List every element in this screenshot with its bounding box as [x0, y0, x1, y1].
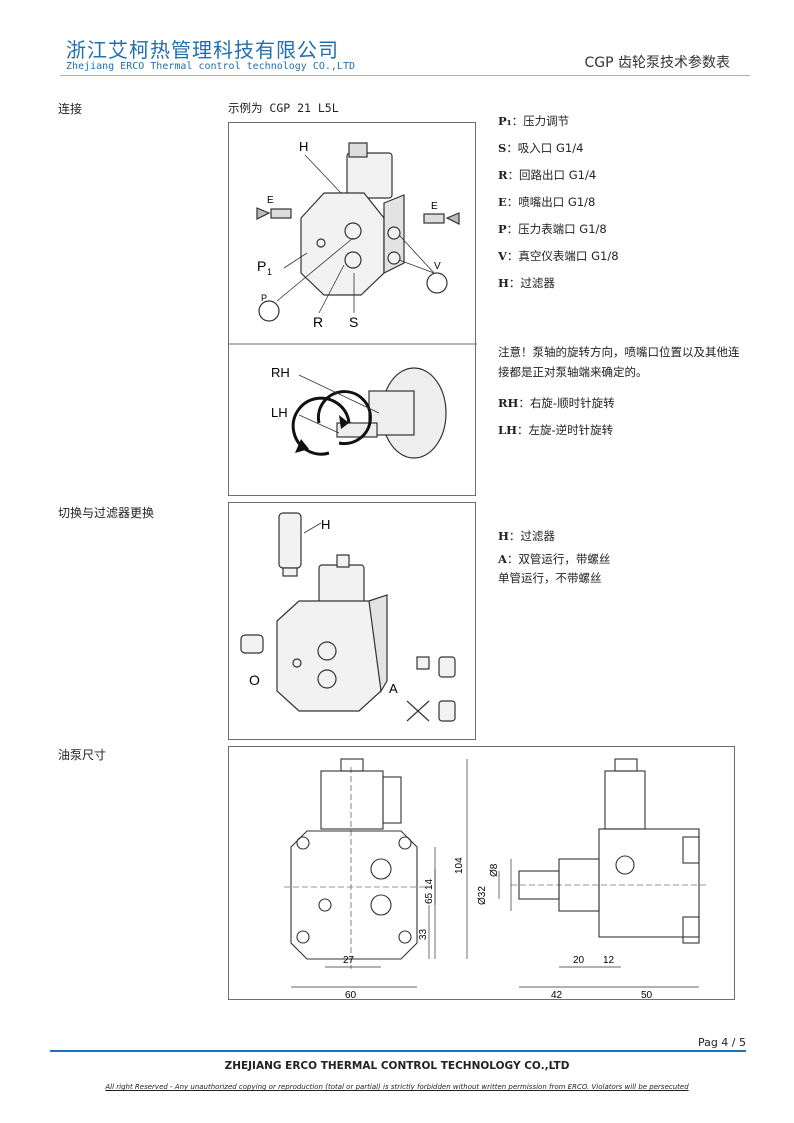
- page-number: Pag 4 / 5: [697, 1036, 746, 1049]
- legend-item: LH：左旋-逆时针旋转: [498, 417, 615, 444]
- label-r: R: [313, 314, 323, 330]
- filter-drawing: H O A: [240, 512, 456, 722]
- dim-20: 20: [573, 955, 585, 966]
- legend-item: A：双管运行，带螺丝: [498, 549, 610, 569]
- legend-key: RH: [498, 396, 519, 410]
- dim-42: 42: [551, 990, 563, 1001]
- legend-key: E: [498, 195, 507, 209]
- legend-text: ：过滤器: [508, 529, 555, 543]
- dim-d8: Ø8: [489, 863, 500, 877]
- legend-text: ：双管运行，带螺丝: [506, 552, 611, 566]
- dimensions-figure: 104 65 14 33 27 60 Ø8 Ø32 20 12 42 50: [228, 746, 735, 1001]
- legend-text: ：回路出口 G1/4: [507, 168, 597, 182]
- dim-104: 104: [454, 857, 465, 874]
- label-v: V: [434, 261, 441, 272]
- label-rh: RH: [271, 365, 290, 380]
- connection-legend: P₁：压力调节 S：吸入口 G1/4 R：回路出口 G1/4 E：喷嘴出口 G1…: [498, 108, 619, 297]
- legend-item: H：过滤器: [498, 270, 619, 297]
- legend-text: ：吸入口 G1/4: [506, 141, 584, 155]
- label-p1: P: [257, 258, 266, 274]
- label-p1-sub: 1: [267, 267, 272, 277]
- dim-50: 50: [641, 990, 653, 1001]
- legend-text: ：喷嘴出口 G1/8: [506, 195, 596, 209]
- section-label-connection: 连接: [58, 102, 83, 116]
- label-lh: LH: [271, 405, 288, 420]
- dim-33: 33: [418, 928, 429, 940]
- legend-text: ：左旋-逆时针旋转: [516, 423, 614, 437]
- dim-d32: Ø32: [477, 886, 488, 905]
- label-h: H: [321, 517, 330, 532]
- legend-key: S: [498, 141, 507, 155]
- document-title: CGP 齿轮泵技术参数表: [584, 55, 730, 71]
- label-e-left: E: [267, 195, 274, 206]
- legend-key: P: [498, 222, 507, 236]
- legend-key: LH: [498, 423, 517, 437]
- legend-key: A: [498, 552, 507, 566]
- legend-text: ：右旋-顺时针旋转: [518, 396, 615, 410]
- legend-item: E：喷嘴出口 G1/8: [498, 189, 619, 216]
- company-name-cn: 浙江艾柯热管理科技有限公司: [66, 38, 339, 62]
- legend-key: R: [498, 168, 508, 182]
- footer-divider: [50, 1050, 746, 1052]
- legend-text: ：真空仪表端口 G1/8: [506, 249, 619, 263]
- footer-rights-notice: All right Reserved - Any unauthorized co…: [105, 1083, 689, 1091]
- label-p: P: [261, 293, 267, 303]
- legend-key: H: [498, 529, 509, 543]
- label-a: A: [389, 681, 398, 696]
- rotation-legend: RH：右旋-顺时针旋转 LH：左旋-逆时针旋转: [498, 390, 615, 444]
- dim-60: 60: [345, 990, 357, 1001]
- dimension-drawing: 104 65 14 33 27 60 Ø8 Ø32 20 12 42 50: [284, 758, 709, 1001]
- legend-key: H: [498, 276, 509, 290]
- rotation-note: 注意！泵轴的旋转方向，喷嘴口位置以及其他连接都是正对泵轴端来确定的。: [498, 345, 740, 379]
- filter-legend: H：过滤器 A：双管运行，带螺丝 单管运行，不带螺丝: [498, 523, 610, 587]
- legend-item: RH：右旋-顺时针旋转: [498, 390, 615, 417]
- label-e-right: E: [431, 201, 438, 212]
- section-label-dimensions: 油泵尺寸: [58, 748, 107, 762]
- dim-12: 12: [603, 955, 615, 966]
- legend-key: V: [498, 249, 507, 263]
- dim-14: 14: [424, 878, 435, 890]
- legend-item: P：压力表端口 G1/8: [498, 216, 619, 243]
- connection-figure: H E E P 1 P R S V RH LH: [228, 122, 477, 496]
- legend-key: P₁: [498, 114, 512, 128]
- legend-text: ：压力调节: [511, 114, 570, 128]
- footer-company-name: ZHEJIANG ERCO THERMAL CONTROL TECHNOLOGY…: [224, 1060, 570, 1072]
- legend-item: P₁：压力调节: [498, 108, 619, 135]
- legend-item: S：吸入口 G1/4: [498, 135, 619, 162]
- example-model-label: 示例为 CGP 21 L5L: [228, 101, 339, 115]
- label-s: S: [349, 314, 358, 330]
- dim-65: 65: [424, 892, 435, 904]
- legend-item: V：真空仪表端口 G1/8: [498, 243, 619, 270]
- company-name-en: Zhejiang ERCO Thermal control technology…: [66, 61, 355, 72]
- legend-item: R：回路出口 G1/4: [498, 162, 619, 189]
- label-o: O: [249, 672, 260, 688]
- label-h: H: [299, 139, 308, 154]
- legend-item: H：过滤器: [498, 523, 610, 549]
- legend-text: ：压力表端口 G1/8: [506, 222, 607, 236]
- filter-figure: H O A: [228, 502, 476, 740]
- pump-connection-drawing: H E E P 1 P R S V RH LH: [229, 139, 477, 459]
- dim-27: 27: [343, 955, 355, 966]
- legend-item-extra: 单管运行，不带螺丝: [498, 571, 602, 585]
- header-divider: [60, 75, 750, 76]
- section-label-filter: 切换与过滤器更换: [58, 506, 155, 520]
- legend-text: ：过滤器: [508, 276, 555, 290]
